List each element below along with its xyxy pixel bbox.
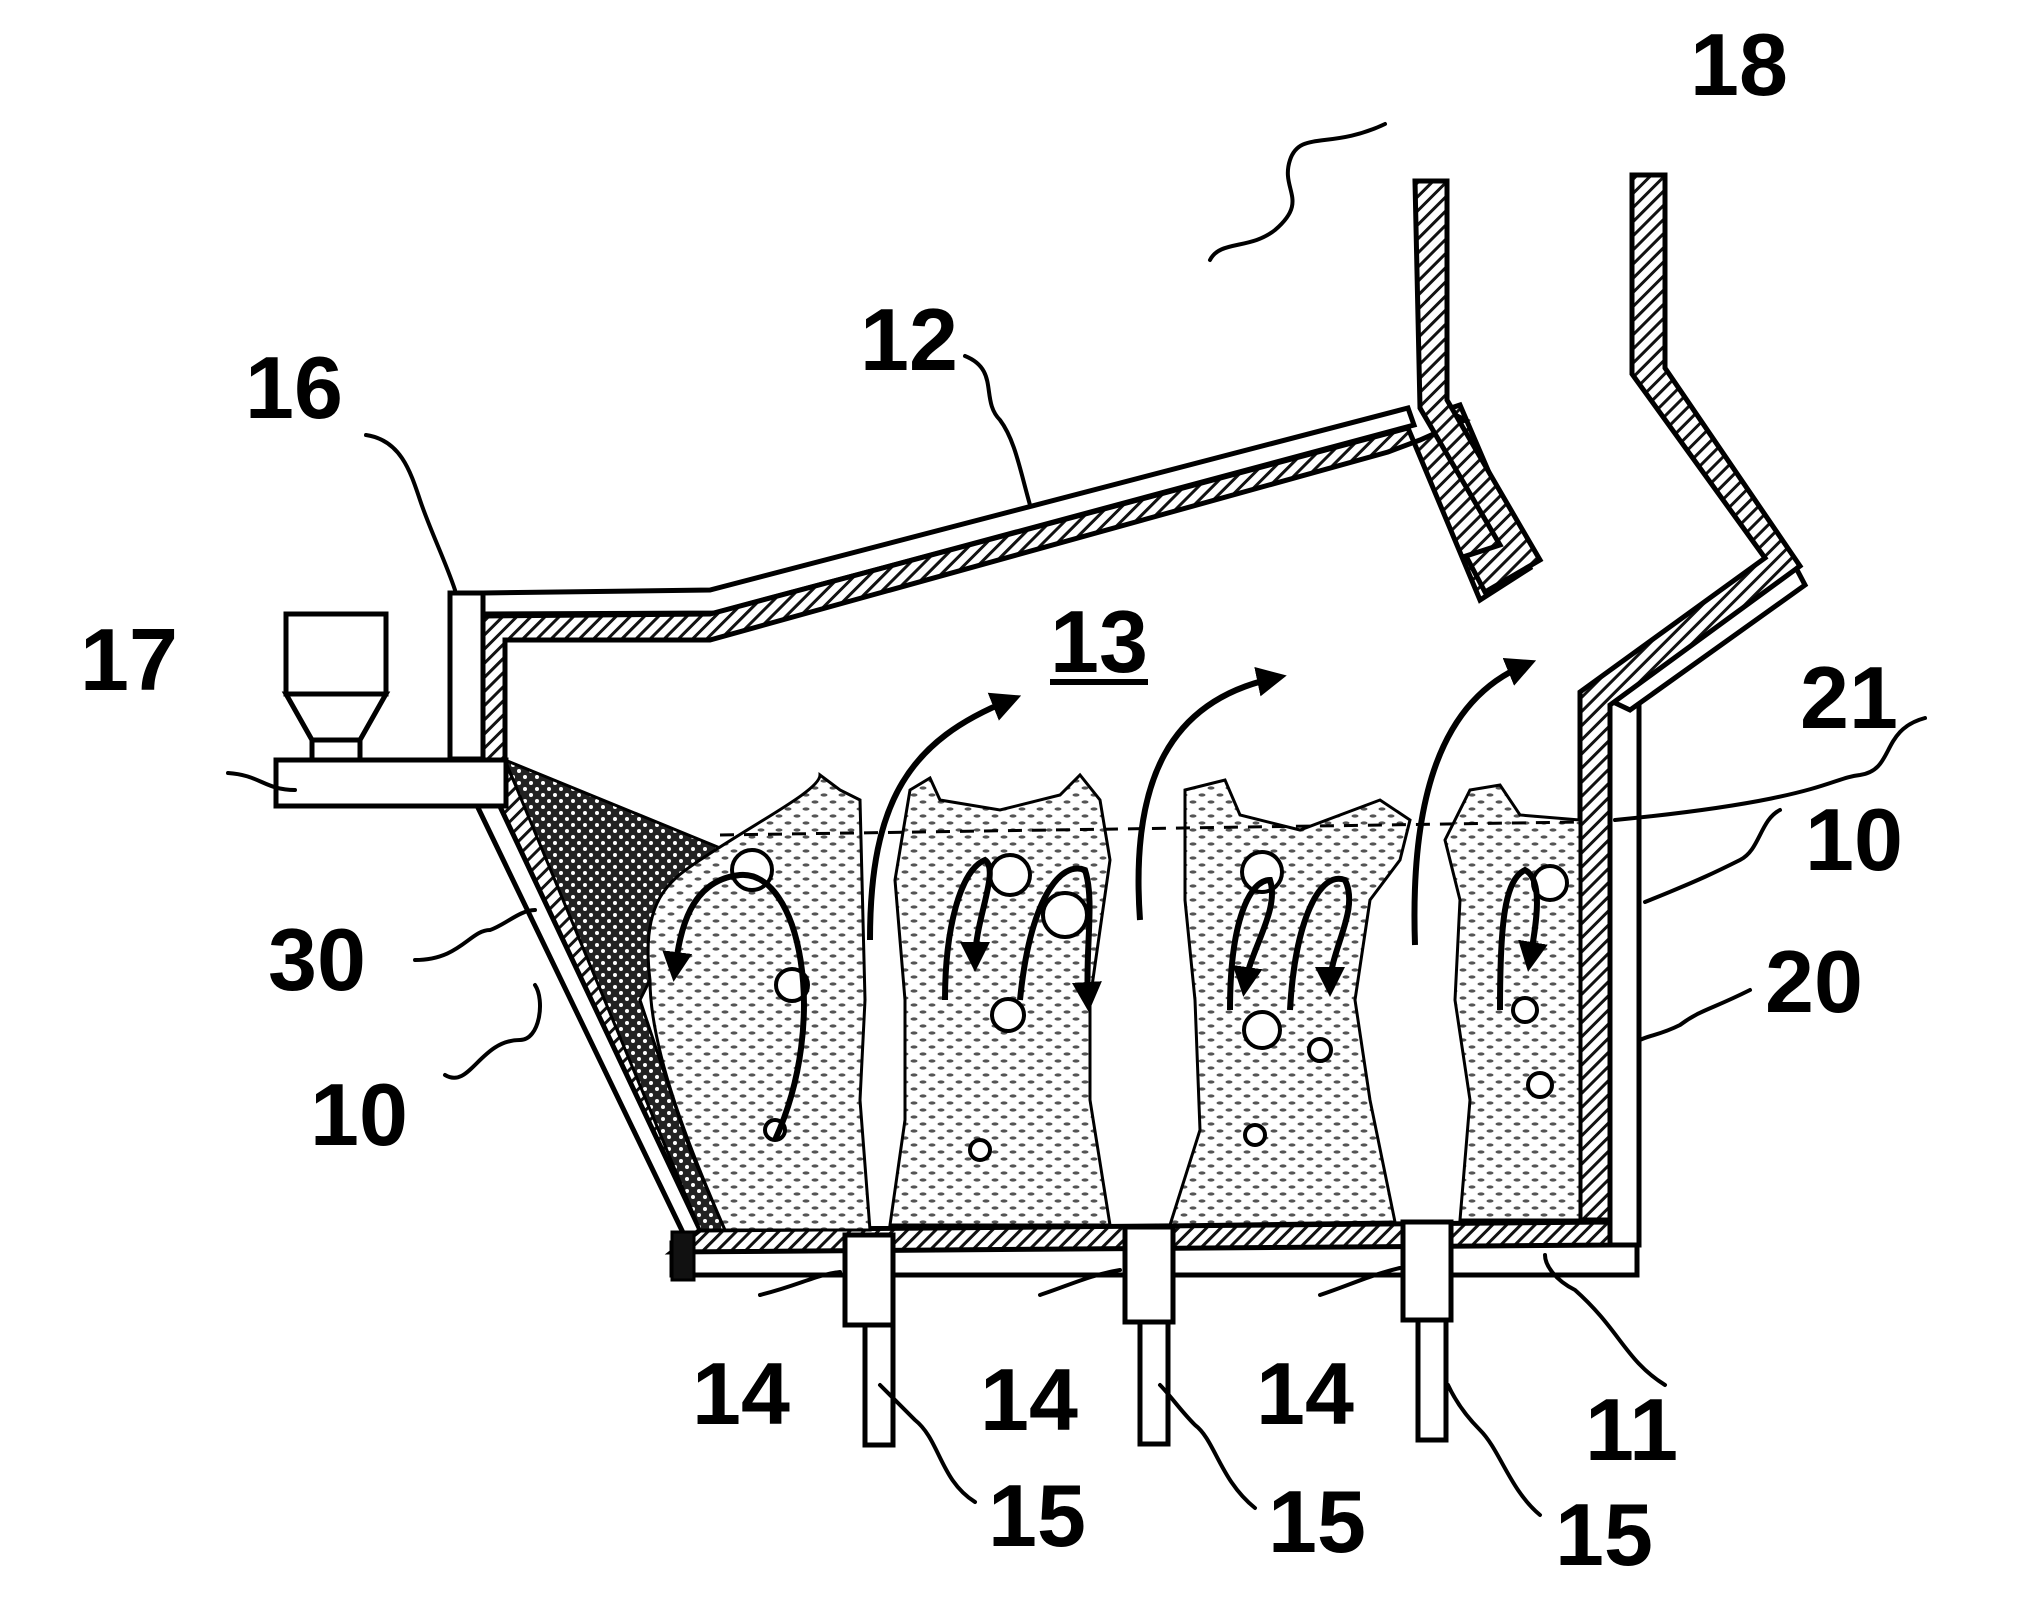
ref-15-b: 15 — [1268, 1472, 1366, 1571]
ref-12: 12 — [860, 290, 958, 389]
ref-10-left: 10 — [310, 1065, 408, 1164]
ref-21: 21 — [1800, 648, 1898, 747]
ref-15-c: 15 — [1555, 1485, 1653, 1584]
ref-15-a: 15 — [988, 1466, 1086, 1565]
ref-20: 20 — [1765, 932, 1863, 1031]
ref-18: 18 — [1690, 15, 1788, 114]
ref-17: 17 — [80, 610, 178, 709]
ref-14-c: 14 — [1256, 1344, 1354, 1443]
ref-16: 16 — [245, 338, 343, 437]
ref-30: 30 — [268, 910, 366, 1009]
ref-11: 11 — [1585, 1380, 1678, 1479]
ref-14-b: 14 — [980, 1350, 1078, 1449]
ref-10-right: 10 — [1805, 790, 1903, 889]
ref-13: 13 — [1050, 592, 1148, 691]
ref-14-a: 14 — [692, 1344, 790, 1443]
